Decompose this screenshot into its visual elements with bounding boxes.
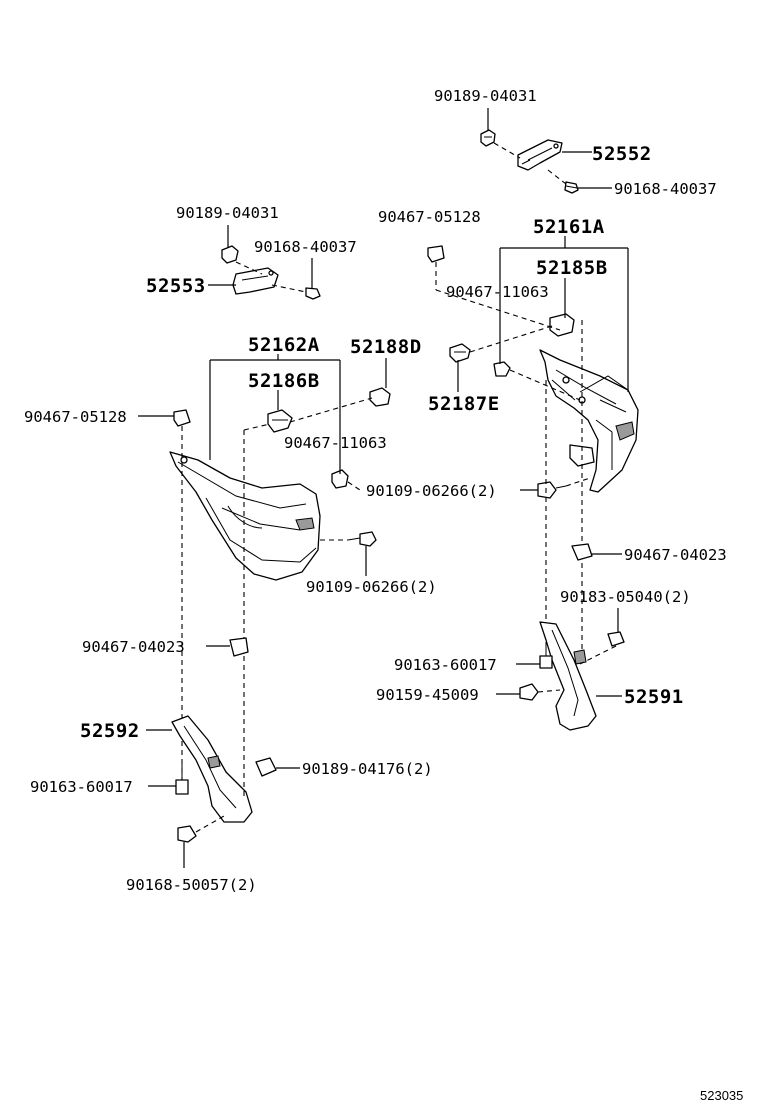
label-90163-60017-left: 90163-60017 — [30, 778, 133, 796]
label-52591: 52591 — [624, 686, 684, 708]
screw-90109-06266-mid — [537, 481, 567, 499]
label-52187E: 52187E — [428, 393, 500, 415]
label-52161A: 52161A — [533, 216, 605, 238]
clip-90467-11063-right — [493, 361, 511, 377]
bracket-52592 — [171, 715, 253, 823]
bracket-52553 — [232, 267, 279, 295]
label-90189-04031-top: 90189-04031 — [434, 87, 537, 105]
screw-90109-06266-low — [347, 531, 377, 547]
label-90467-04023-left: 90467-04023 — [82, 638, 185, 656]
nut-90189-04176 — [255, 757, 277, 777]
screw-90168-50057 — [177, 825, 197, 843]
clip-90467-11063-left — [331, 469, 349, 489]
label-52552: 52552 — [592, 143, 652, 165]
retainer-52187E — [449, 343, 471, 363]
label-52186B: 52186B — [248, 370, 320, 392]
screw-90168-40037-top — [564, 181, 579, 194]
retainer-52188D — [369, 387, 391, 407]
clip-90467-05128-mid — [427, 245, 445, 263]
bracket-52552 — [517, 139, 563, 171]
label-90183-05040: 90183-05040(2) — [560, 588, 691, 606]
label-90163-60017-right: 90163-60017 — [394, 656, 497, 674]
retainer-52185B — [549, 313, 575, 337]
screw-90168-40037-left — [305, 287, 321, 300]
label-90467-05128-left: 90467-05128 — [24, 408, 127, 426]
label-90109-06266-low: 90109-06266(2) — [306, 578, 437, 596]
label-52162A: 52162A — [248, 334, 320, 356]
clip-90189-04031-left — [221, 245, 239, 264]
diagram-id: 523035 — [700, 1088, 743, 1103]
bracket-52591 — [539, 621, 597, 731]
label-90467-11063-left: 90467-11063 — [284, 434, 387, 452]
bumper-cover-52162A — [169, 451, 321, 581]
label-90189-04176: 90189-04176(2) — [302, 760, 433, 778]
label-52188D: 52188D — [350, 336, 422, 358]
label-90159-45009: 90159-45009 — [376, 686, 479, 704]
label-90168-40037-top: 90168-40037 — [614, 180, 717, 198]
nut-90183-05040 — [607, 631, 625, 647]
clip-90467-04023-right — [571, 543, 593, 561]
label-90109-06266-mid: 90109-06266(2) — [366, 482, 497, 500]
retainer-52186B — [267, 409, 293, 433]
label-52185B: 52185B — [536, 257, 608, 279]
bumper-cover-52161A — [539, 349, 639, 493]
bolt-90163-60017-left — [175, 764, 189, 795]
clip-90467-05128-left — [173, 409, 191, 427]
screw-90159-45009 — [519, 683, 539, 701]
label-90168-40037-left: 90168-40037 — [254, 238, 357, 256]
label-90467-04023-right: 90467-04023 — [624, 546, 727, 564]
clip-90467-04023-left — [229, 637, 249, 657]
label-90168-50057: 90168-50057(2) — [126, 876, 257, 894]
label-90189-04031-left: 90189-04031 — [176, 204, 279, 222]
label-90467-11063-right: 90467-11063 — [446, 283, 549, 301]
label-52592: 52592 — [80, 720, 140, 742]
clip-90189-04031-top — [480, 129, 496, 147]
label-52553: 52553 — [146, 275, 206, 297]
label-90467-05128-mid: 90467-05128 — [378, 208, 481, 226]
